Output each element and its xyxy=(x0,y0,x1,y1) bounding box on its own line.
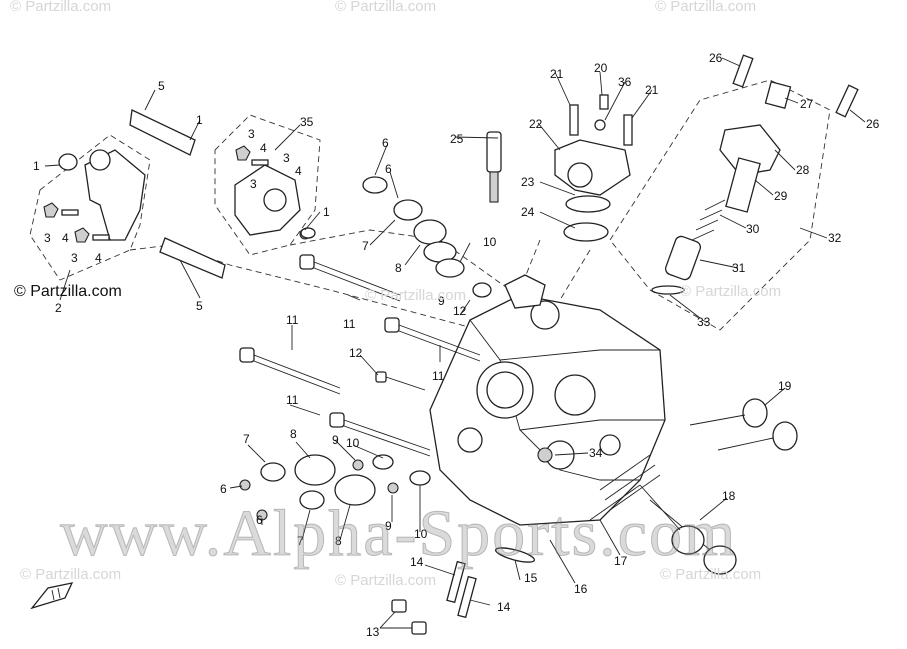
watermark: © Partzilla.com xyxy=(10,0,112,15)
callout-4: 4 xyxy=(62,231,69,245)
callout-1: 1 xyxy=(196,113,203,127)
callout-8: 8 xyxy=(395,261,402,275)
callout-14: 14 xyxy=(410,555,424,569)
callout-11: 11 xyxy=(286,393,299,407)
valves xyxy=(639,398,798,575)
callout-3: 3 xyxy=(283,151,290,165)
callout-36: 36 xyxy=(618,75,632,89)
valve-springs xyxy=(239,176,492,521)
callout-3: 3 xyxy=(248,127,255,141)
callout-12: 12 xyxy=(349,346,363,360)
callout-10: 10 xyxy=(483,235,497,249)
callout-labels: 1 1 1 2 3 3 3 3 3 4 4 4 4 5 5 6 6 6 6 7 … xyxy=(33,51,880,639)
callout-35: 35 xyxy=(300,115,314,129)
callout-11: 11 xyxy=(432,369,445,383)
callout-26: 26 xyxy=(866,117,880,131)
callout-11: 11 xyxy=(286,313,299,327)
callout-10: 10 xyxy=(346,436,360,450)
callout-20: 20 xyxy=(594,61,608,75)
callout-22: 22 xyxy=(529,117,543,131)
studs-and-nuts xyxy=(391,447,553,635)
callout-9: 9 xyxy=(332,433,339,447)
temperature-sensor xyxy=(486,131,502,203)
callout-32: 32 xyxy=(828,231,842,245)
callout-6: 6 xyxy=(220,482,227,496)
callout-6: 6 xyxy=(382,136,389,150)
callout-1: 1 xyxy=(323,205,330,219)
callout-15: 15 xyxy=(524,571,538,585)
head-bolts xyxy=(239,254,481,457)
callout-18: 18 xyxy=(722,489,736,503)
callout-8: 8 xyxy=(290,427,297,441)
callout-19: 19 xyxy=(778,379,792,393)
copyright-label: © Partzilla.com xyxy=(14,283,122,300)
callout-13: 13 xyxy=(366,625,380,639)
rocker-fasteners xyxy=(43,145,316,243)
callout-5: 5 xyxy=(196,299,203,313)
watermark: © Partzilla.com xyxy=(655,0,757,15)
callout-8: 8 xyxy=(335,534,342,548)
callout-17: 17 xyxy=(614,554,628,568)
callout-21: 21 xyxy=(550,67,564,81)
callout-3: 3 xyxy=(44,231,51,245)
callout-5: 5 xyxy=(158,79,165,93)
callout-4: 4 xyxy=(295,164,302,178)
callout-9: 9 xyxy=(385,519,392,533)
callout-31: 31 xyxy=(732,261,746,275)
watermark: © Partzilla.com xyxy=(680,283,782,300)
alpha-sports-watermark: www.Alpha-Sports.com xyxy=(59,497,738,571)
callout-7: 7 xyxy=(243,432,250,446)
callout-11: 11 xyxy=(343,317,356,331)
callout-16: 16 xyxy=(574,582,588,596)
leader-lines xyxy=(44,57,866,629)
rocker-arm-right xyxy=(234,164,311,240)
callout-14: 14 xyxy=(497,600,511,614)
cam-chain-tensioner xyxy=(651,80,792,295)
callout-21: 21 xyxy=(645,83,659,97)
thermostat-housing xyxy=(554,139,631,242)
callout-34: 34 xyxy=(589,446,603,460)
callout-30: 30 xyxy=(746,222,760,236)
callout-28: 28 xyxy=(796,163,810,177)
watermark: © Partzilla.com xyxy=(660,566,762,583)
callout-9: 9 xyxy=(438,294,445,308)
callout-26: 26 xyxy=(709,51,723,65)
callout-1: 1 xyxy=(33,159,40,173)
callout-4: 4 xyxy=(95,251,102,265)
callout-3: 3 xyxy=(250,177,257,191)
callout-24: 24 xyxy=(521,205,535,219)
callout-3: 3 xyxy=(71,251,78,265)
callout-2: 2 xyxy=(55,301,62,315)
front-arrow-icon xyxy=(30,582,74,610)
callout-4: 4 xyxy=(260,141,267,155)
callout-33: 33 xyxy=(697,315,711,329)
callout-12: 12 xyxy=(453,304,467,318)
callout-23: 23 xyxy=(521,175,535,189)
rocker-arm-left xyxy=(58,109,226,279)
callout-7: 7 xyxy=(297,534,304,548)
callout-6: 6 xyxy=(256,513,263,527)
watermark: © Partzilla.com xyxy=(335,572,437,589)
callout-10: 10 xyxy=(414,527,428,541)
watermark: © Partzilla.com xyxy=(20,566,122,583)
cylinder-head xyxy=(429,274,666,526)
small-bolts-top xyxy=(569,54,859,146)
watermark: © Partzilla.com xyxy=(365,287,467,304)
watermark: © Partzilla.com xyxy=(335,0,437,15)
callout-29: 29 xyxy=(774,189,788,203)
callout-27: 27 xyxy=(800,97,814,111)
callout-7: 7 xyxy=(362,239,369,253)
callout-6: 6 xyxy=(385,162,392,176)
callout-25: 25 xyxy=(450,132,464,146)
